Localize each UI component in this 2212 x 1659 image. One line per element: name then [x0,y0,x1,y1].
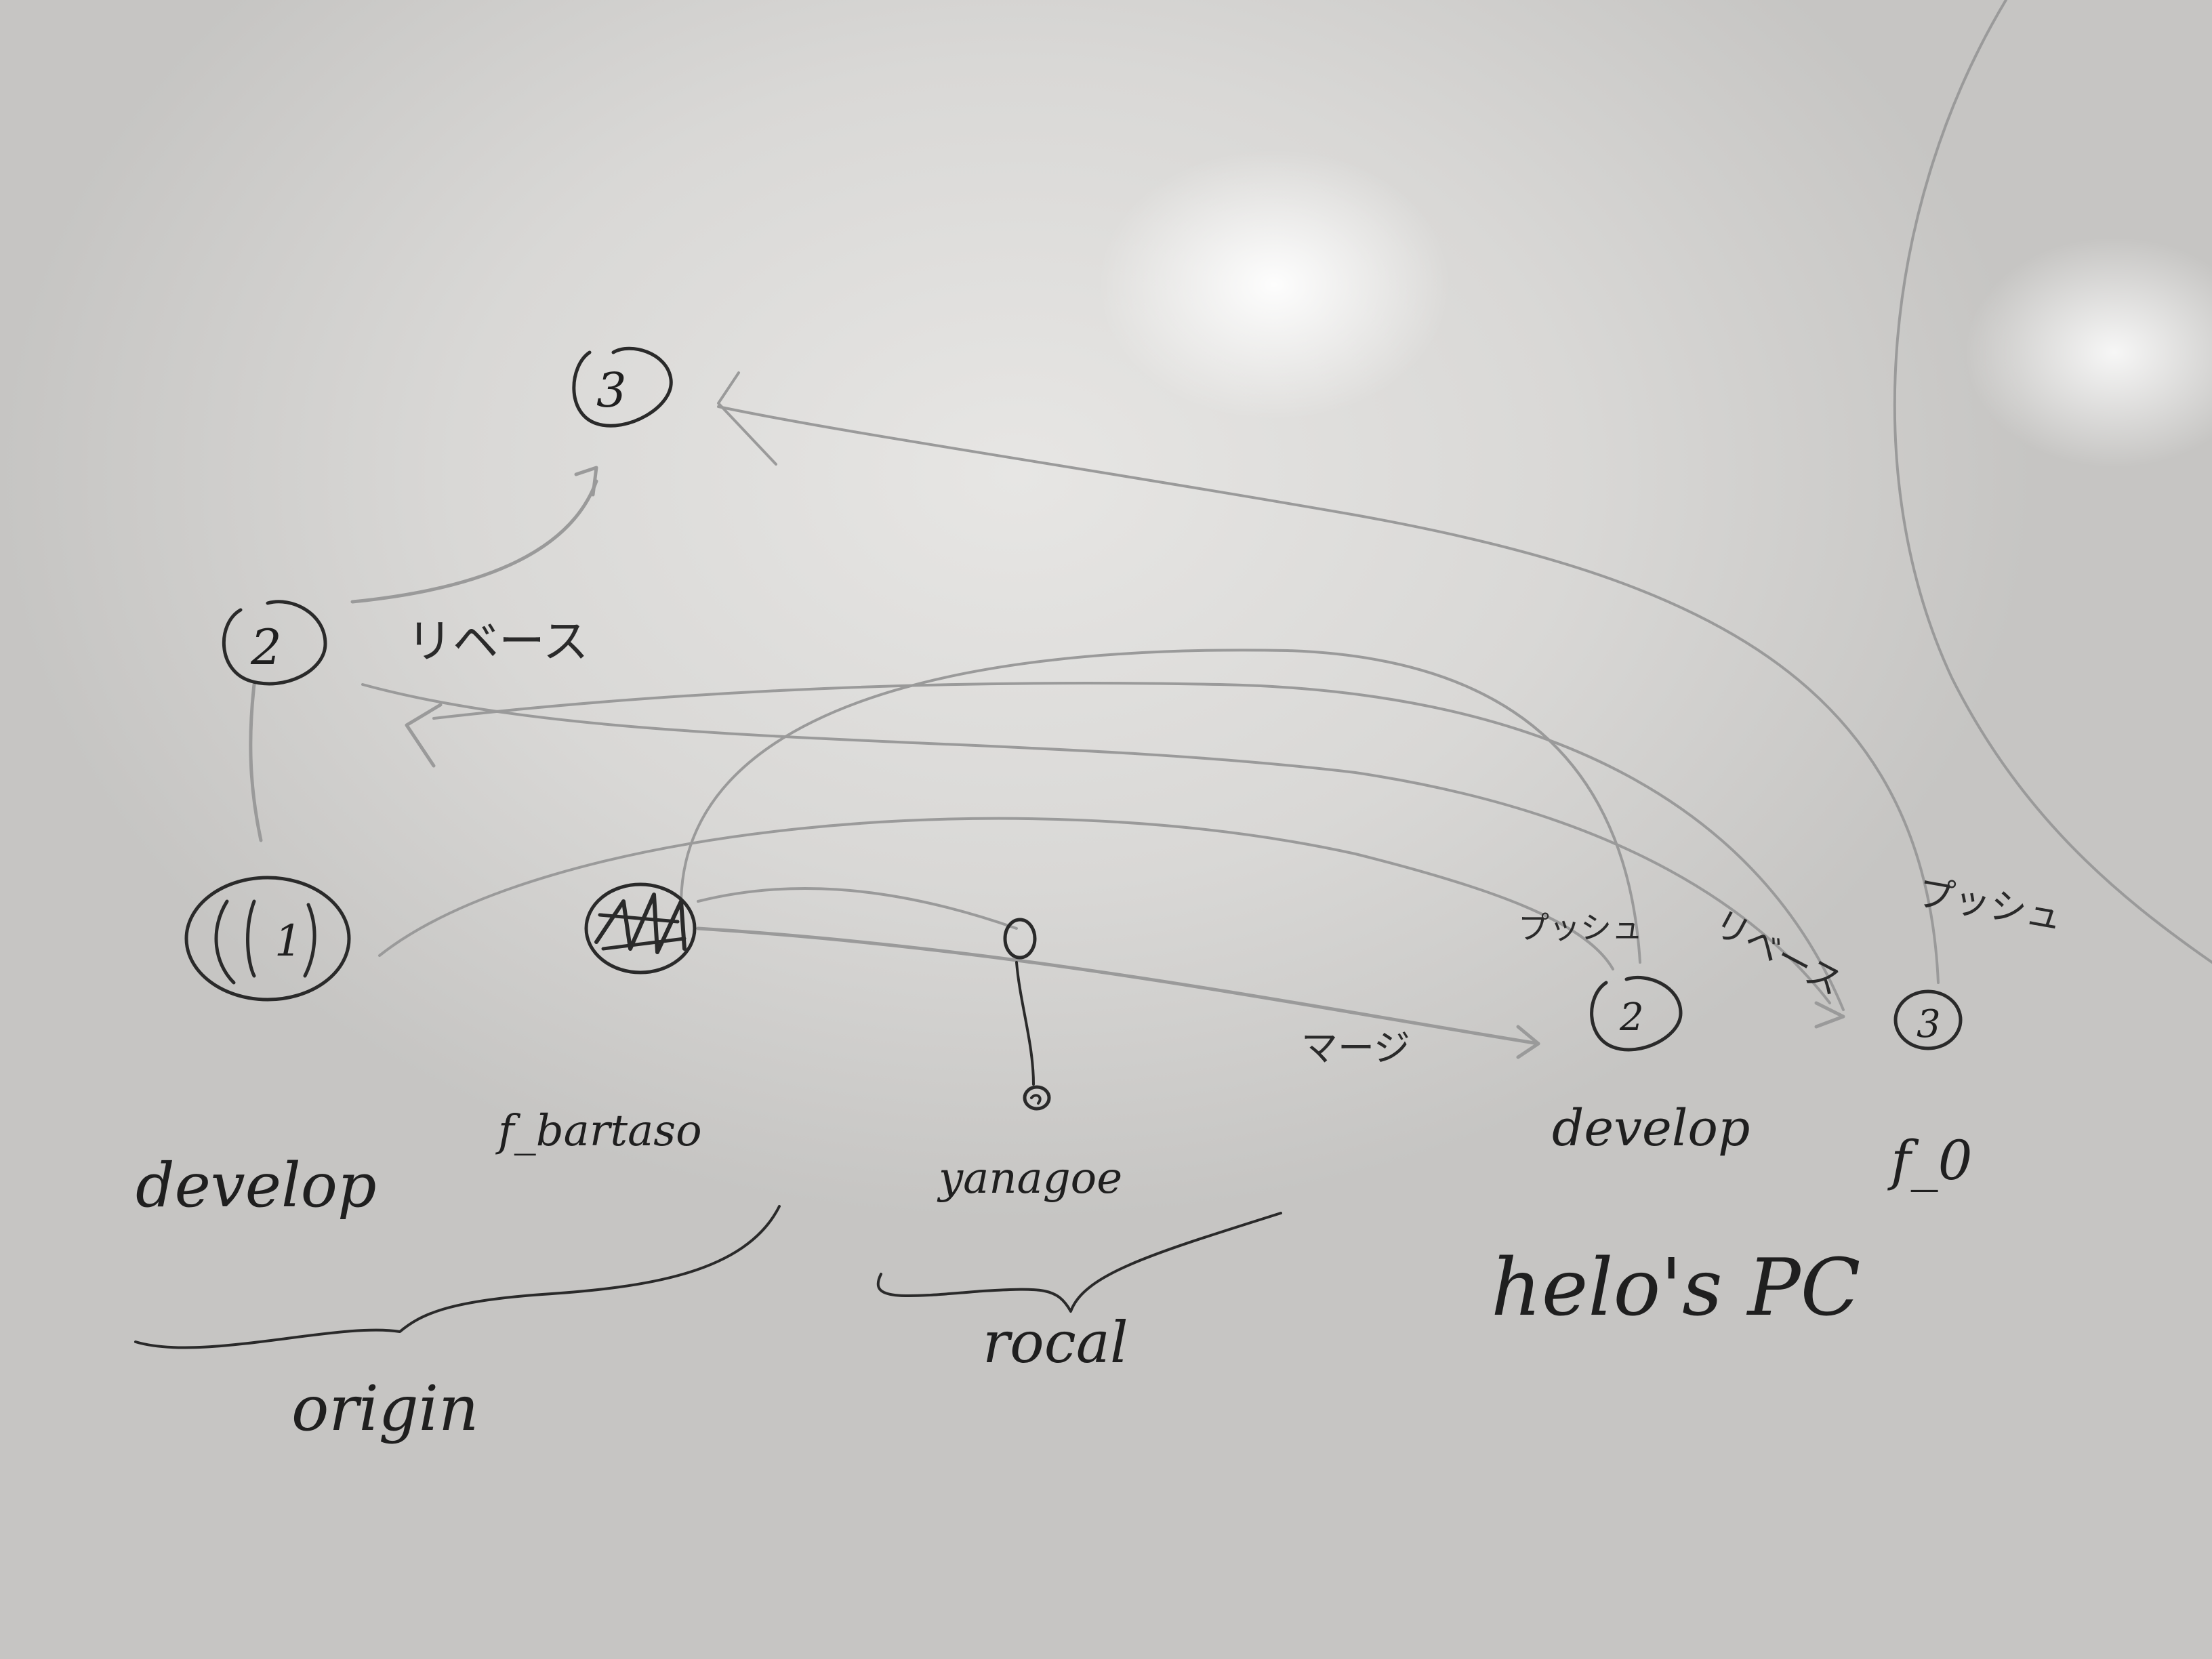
merge-arrow-head [1516,1025,1540,1059]
merge-arrow [696,926,1540,1046]
pc-release-arrow-head [1814,1001,1845,1029]
group-pc-label: helo's PC [1491,1242,1860,1334]
merge-label: マージ [1301,1027,1410,1069]
pc-commit-3-label: 3 [1917,1002,1941,1046]
local-branch-label: yanagoe [937,1153,1122,1204]
release-label-origin: リベース [407,615,589,669]
push-develop-label: プッシュ [1518,909,1643,946]
pc-commit-2-label: 2 [1619,996,1644,1040]
origin-commit-1-label: 1 [274,916,302,966]
curve-pc-to-origin2 [432,682,1845,1011]
background-arc [1893,0,2212,964]
pc-feature-label: f_0 [1887,1129,1973,1192]
group-local-label: rocal [983,1309,1128,1376]
group-origin-label: origin [291,1372,478,1445]
branch-line-yanagoe [697,886,1018,930]
push-feature-label: プッシュ [1914,871,2066,939]
release-label-pc: リベース [1706,903,1849,1004]
pc-develop-label: develop [1552,1099,1750,1158]
yanagoe-commit-bottom [1023,1085,1051,1111]
feature-commit-filled [584,882,697,975]
origin-commit-2-label: 2 [250,619,282,676]
curve-origin2-out [361,683,1831,1004]
origin-chain-line [249,682,263,842]
curve-pc3-to-origin3 [717,405,1940,984]
yanagoe-commit-top [1003,918,1037,960]
origin-develop-label: develop [136,1150,377,1221]
pc-feature-commit-3: 3 [1893,989,1963,1050]
origin-commit-1: 1 [184,876,351,1002]
origin-feature-label: f_bartaso [495,1106,702,1156]
origin-commit-3-label: 3 [596,363,627,418]
origin-commit-3: 3 [572,346,673,428]
origin-bracket [134,1205,781,1349]
local-bracket [876,1212,1282,1313]
curve-feature-to-pc-develop [680,649,1641,964]
curve-origin1-to-pc-develop [378,817,1614,970]
origin-commit-2: 2 [222,600,327,686]
origin-arrow-2-to-3 [350,479,598,604]
arrow-head-origin3 [717,371,777,466]
arrow-head-origin2 [405,703,443,768]
yanagoe-chain-line [1015,961,1035,1086]
pc-develop-commit-2: 2 [1590,975,1683,1052]
origin-arrow-2-to-3-head [574,466,598,497]
